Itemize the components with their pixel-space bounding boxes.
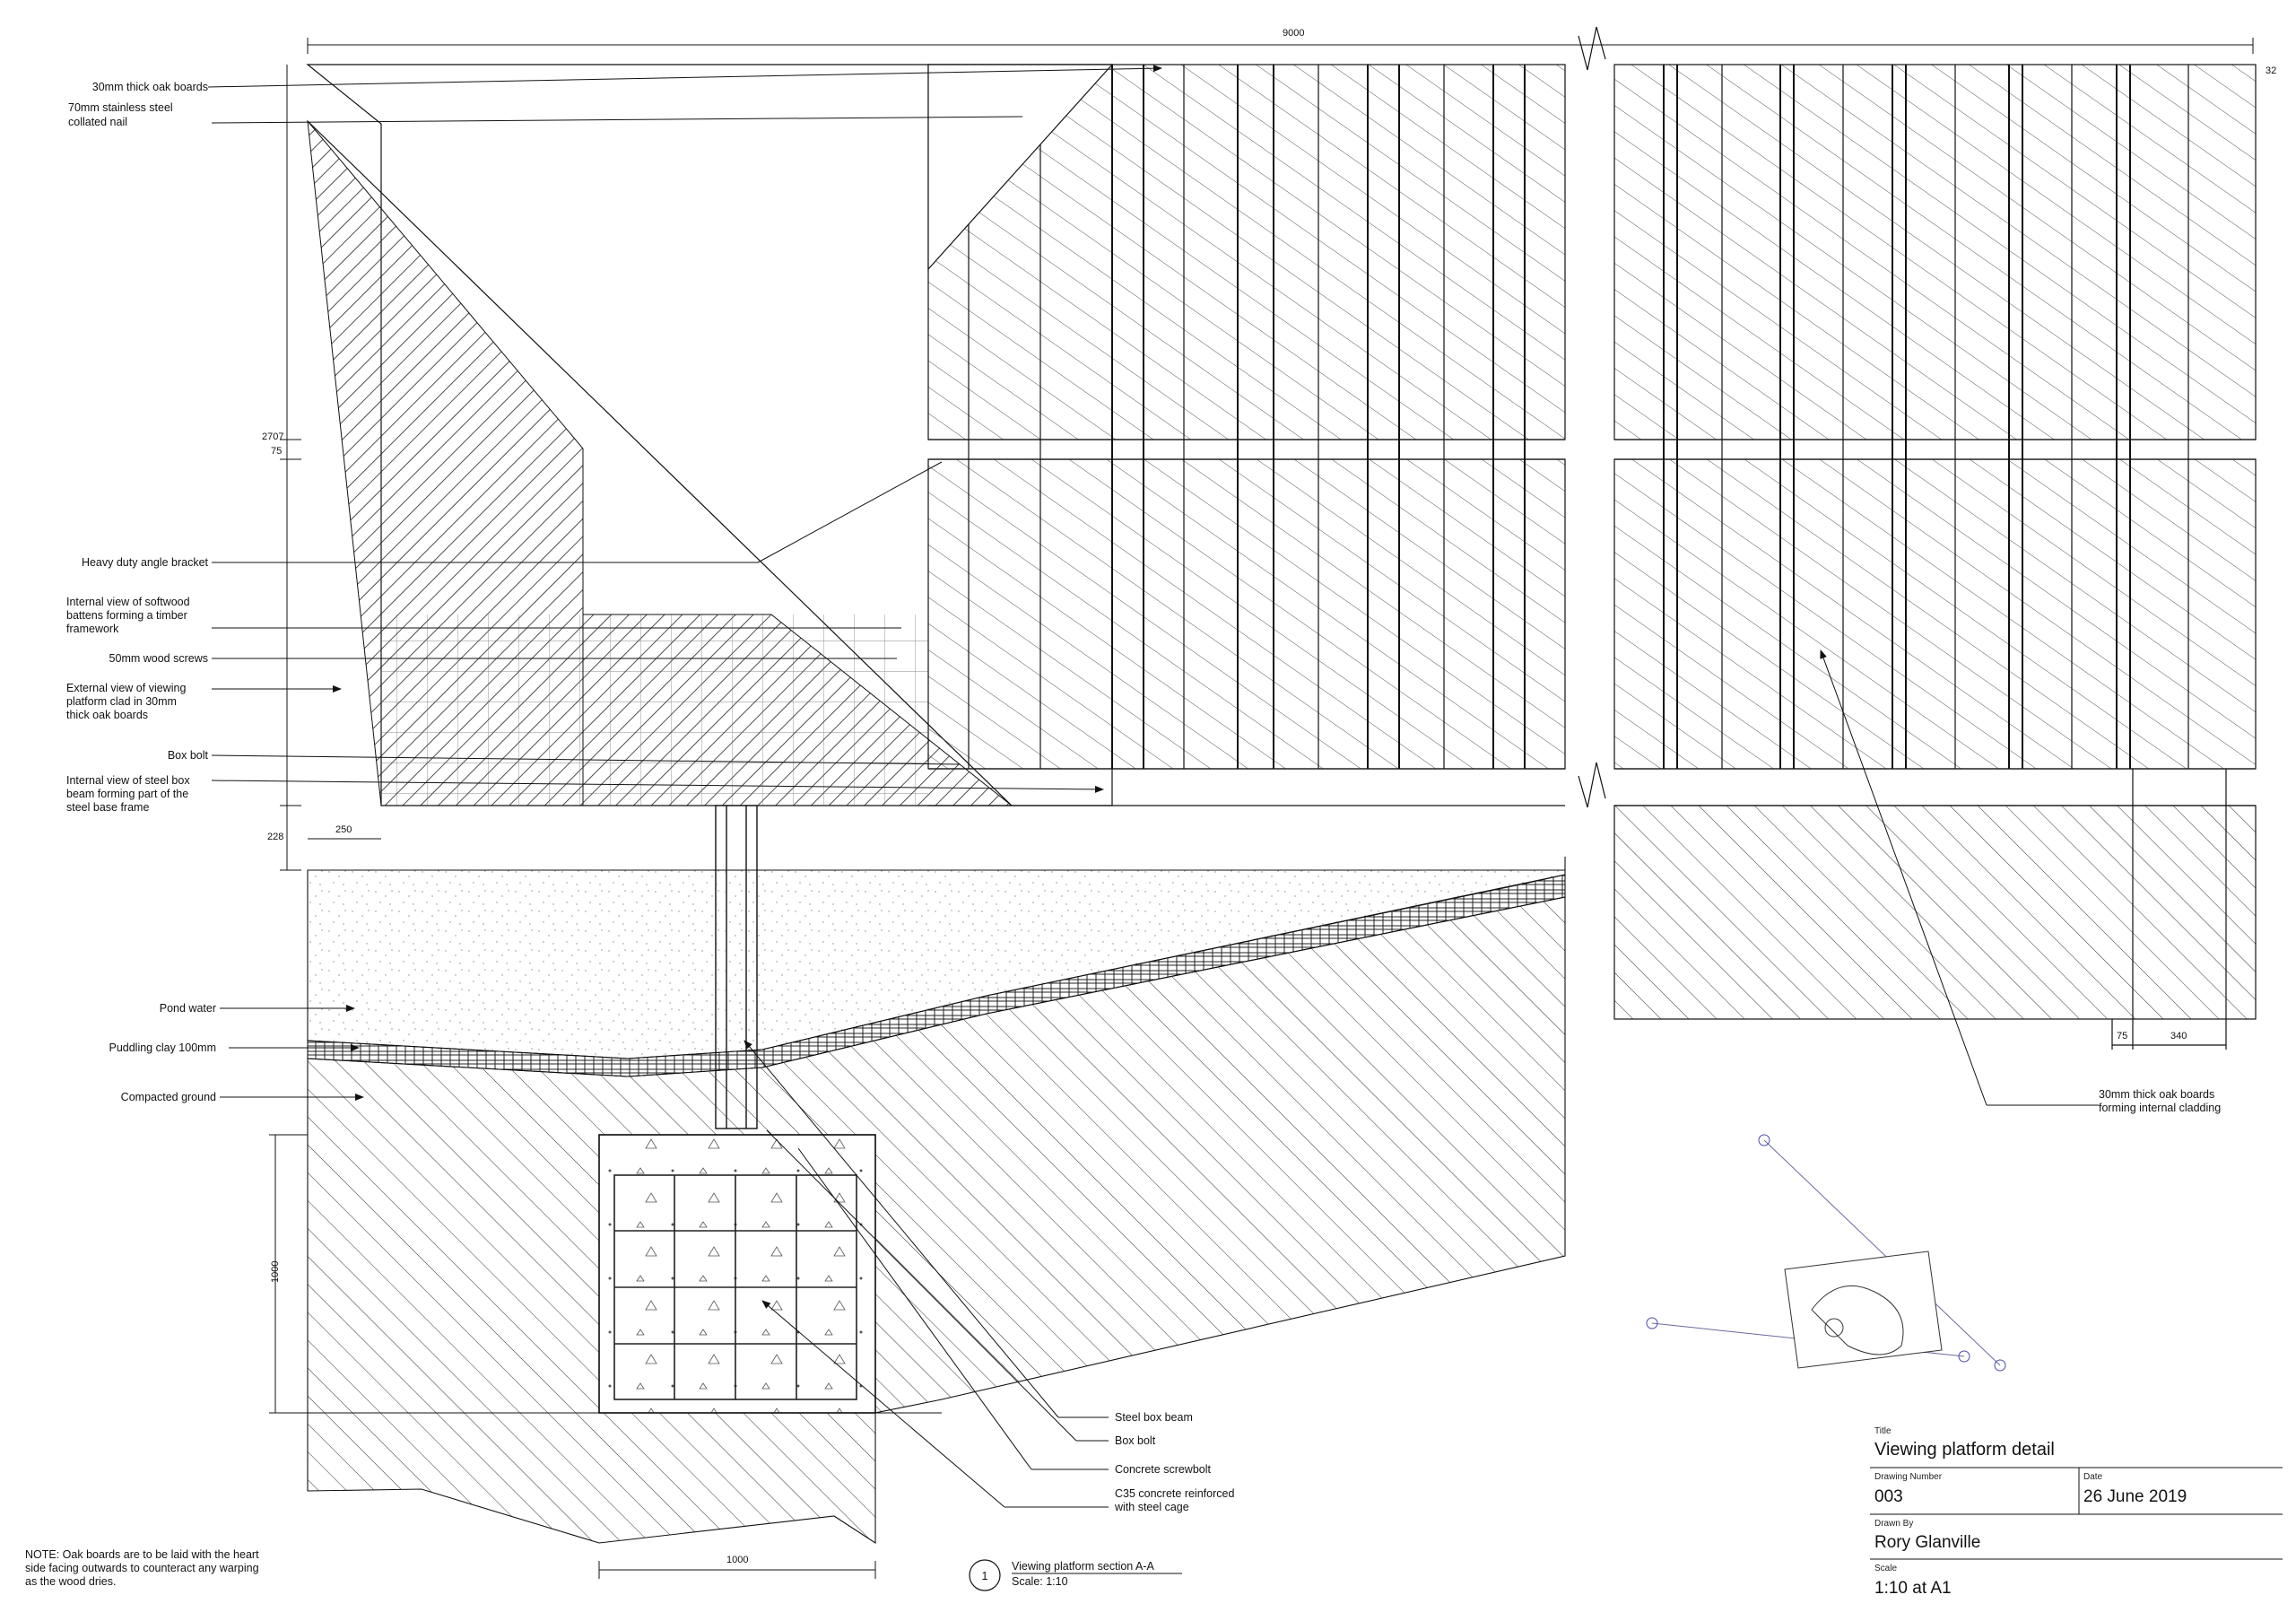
label-screwbolt: Concrete screwbolt: [1115, 1463, 1212, 1476]
label-nail-1: 70mm stainless steel: [68, 101, 173, 114]
label-pond: Pond water: [160, 1002, 216, 1015]
dim-left-width: 250: [335, 824, 352, 835]
dim-right-spacing: 340: [2170, 1031, 2187, 1041]
label-battens-2: battens forming a timber: [66, 609, 187, 622]
label-concrete-2: with steel cage: [1114, 1501, 1189, 1513]
drawing-title: Viewing platform detail: [1874, 1440, 2055, 1460]
label-box-bolt: Box bolt: [1115, 1434, 1156, 1447]
dim-top-board: 32: [2266, 65, 2276, 76]
dim-footing-width: 1000: [726, 1555, 748, 1565]
section-number: 1: [982, 1570, 988, 1582]
section-title: Viewing platform section A-A: [1012, 1560, 1155, 1573]
label-clay: Puddling clay 100mm: [109, 1041, 216, 1054]
date-caption: Date: [2083, 1472, 2103, 1482]
label-internal-2: forming internal cladding: [2099, 1102, 2221, 1114]
dim-mid-gap: 75: [271, 446, 282, 457]
label-screws: 50mm wood screws: [109, 652, 208, 665]
label-battens-1: Internal view of softwood: [66, 596, 190, 608]
scale-caption: Scale: [1874, 1564, 1898, 1573]
label-concrete-1: C35 concrete reinforced: [1115, 1487, 1234, 1500]
label-bracket: Heavy duty angle bracket: [82, 556, 209, 569]
drawing-number-caption: Drawing Number: [1874, 1472, 1943, 1482]
overall-dimension: [307, 38, 2254, 54]
general-note: NOTE: Oak boards are to be laid with the…: [25, 1548, 259, 1588]
label-nail-2: collated nail: [68, 116, 127, 128]
label-external-3: thick oak boards: [66, 709, 148, 721]
leader-lines: [207, 65, 2099, 1508]
labels: 30mm thick oak boards 70mm stainless ste…: [66, 81, 2221, 1513]
title-caption: Title: [1874, 1426, 1892, 1436]
section-scale: Scale: 1:10: [1012, 1575, 1068, 1588]
break-lines: [1578, 26, 1606, 808]
drawing-date: 26 June 2019: [2083, 1487, 2187, 1506]
label-oak-boards: 30mm thick oak boards: [92, 81, 208, 93]
concrete-footing: [598, 1134, 876, 1414]
left-dimensions: [269, 65, 876, 1579]
section-marker: 1 Viewing platform section A-A Scale: 1:…: [969, 1559, 1182, 1591]
dim-footing-height: 1000: [270, 1261, 281, 1283]
pond-and-ground: [307, 857, 1566, 1545]
dim-right-gap: 75: [2117, 1031, 2127, 1041]
label-box-bolt-left: Box bolt: [168, 749, 209, 762]
dim-left-offset: 228: [267, 832, 283, 842]
timber-frame-left: [927, 64, 1566, 806]
drawing-scale: 1:10 at A1: [1874, 1579, 1952, 1598]
label-ground: Compacted ground: [121, 1091, 216, 1103]
label-external-1: External view of viewing: [66, 682, 186, 694]
timber-frame-right: [1613, 64, 2257, 1050]
drawn-by-caption: Drawn By: [1874, 1519, 1914, 1529]
label-internal-1: 30mm thick oak boards: [2099, 1088, 2214, 1101]
label-battens-3: framework: [66, 623, 119, 635]
label-steel-beam: Steel box beam: [1115, 1411, 1193, 1424]
drawing-number: 003: [1874, 1487, 1903, 1506]
label-boxbeam-2: beam forming part of the: [66, 788, 188, 800]
label-boxbeam-3: steel base frame: [66, 801, 149, 814]
key-plan: [1646, 1134, 2006, 1372]
dim-overall-width: 9000: [1283, 28, 1304, 39]
dim-height-total: 2707: [262, 431, 283, 442]
label-boxbeam-1: Internal view of steel box: [66, 774, 190, 787]
drawn-by: Rory Glanville: [1874, 1533, 1981, 1552]
label-external-2: platform clad in 30mm: [66, 695, 177, 708]
